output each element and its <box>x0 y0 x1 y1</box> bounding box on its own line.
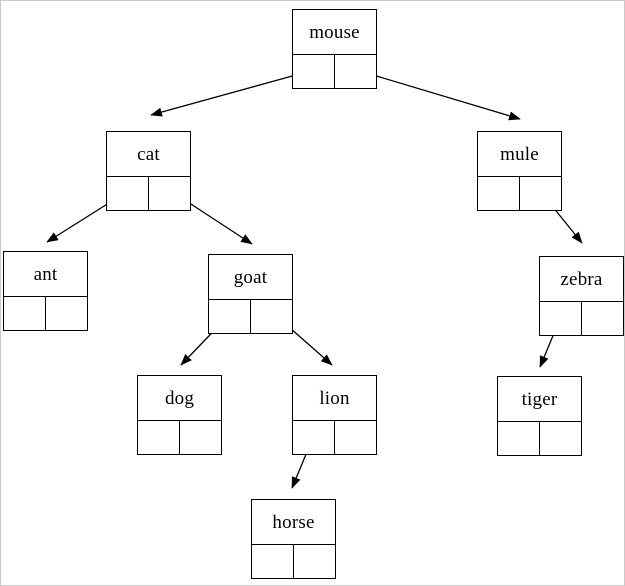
right-pointer-cell-zebra[interactable] <box>582 302 624 335</box>
node-pointer-cells-ant <box>4 297 87 330</box>
node-pointer-cells-cat <box>107 177 190 210</box>
right-pointer-cell-lion[interactable] <box>335 421 377 454</box>
tree-node-mouse[interactable]: mouse <box>292 9 377 89</box>
left-pointer-cell-mouse[interactable] <box>293 55 335 88</box>
tree-node-lion[interactable]: lion <box>292 375 377 455</box>
tree-node-ant[interactable]: ant <box>3 251 88 331</box>
tree-node-dog[interactable]: dog <box>137 375 222 455</box>
node-pointer-cells-goat <box>209 300 292 333</box>
node-label-zebra: zebra <box>540 257 623 302</box>
node-label-lion: lion <box>293 376 376 421</box>
node-label-ant: ant <box>4 252 87 297</box>
node-pointer-cells-zebra <box>540 302 623 335</box>
edge-mouse-left-to-cat <box>150 69 315 117</box>
node-label-goat: goat <box>209 255 292 300</box>
node-pointer-cells-dog <box>138 421 221 454</box>
tree-node-tiger[interactable]: tiger <box>497 376 582 456</box>
node-label-mule: mule <box>478 132 561 177</box>
left-pointer-cell-zebra[interactable] <box>540 302 582 335</box>
right-pointer-cell-mule[interactable] <box>520 177 562 210</box>
node-pointer-cells-lion <box>293 421 376 454</box>
right-pointer-cell-ant[interactable] <box>46 297 88 330</box>
tree-node-cat[interactable]: cat <box>106 131 191 211</box>
right-pointer-cell-horse[interactable] <box>294 545 336 578</box>
node-pointer-cells-horse <box>252 545 335 578</box>
node-pointer-cells-tiger <box>498 422 581 455</box>
tree-node-mule[interactable]: mule <box>477 131 562 211</box>
edge-mouse-right-to-mule <box>352 68 521 121</box>
node-label-mouse: mouse <box>293 10 376 55</box>
node-label-horse: horse <box>252 500 335 545</box>
tree-node-horse[interactable]: horse <box>251 499 336 579</box>
left-pointer-cell-horse[interactable] <box>252 545 294 578</box>
tree-node-goat[interactable]: goat <box>208 254 293 334</box>
node-label-cat: cat <box>107 132 190 177</box>
left-pointer-cell-goat[interactable] <box>209 300 251 333</box>
tree-node-zebra[interactable]: zebra <box>539 256 624 336</box>
left-pointer-cell-tiger[interactable] <box>498 422 540 455</box>
right-pointer-cell-mouse[interactable] <box>335 55 377 88</box>
left-pointer-cell-cat[interactable] <box>107 177 149 210</box>
right-pointer-cell-cat[interactable] <box>149 177 191 210</box>
node-pointer-cells-mouse <box>293 55 376 88</box>
node-pointer-cells-mule <box>478 177 561 210</box>
node-label-tiger: tiger <box>498 377 581 422</box>
left-pointer-cell-mule[interactable] <box>478 177 520 210</box>
node-label-dog: dog <box>138 376 221 421</box>
right-pointer-cell-tiger[interactable] <box>540 422 582 455</box>
right-pointer-cell-dog[interactable] <box>180 421 222 454</box>
right-pointer-cell-goat[interactable] <box>251 300 293 333</box>
left-pointer-cell-lion[interactable] <box>293 421 335 454</box>
left-pointer-cell-ant[interactable] <box>4 297 46 330</box>
left-pointer-cell-dog[interactable] <box>138 421 180 454</box>
